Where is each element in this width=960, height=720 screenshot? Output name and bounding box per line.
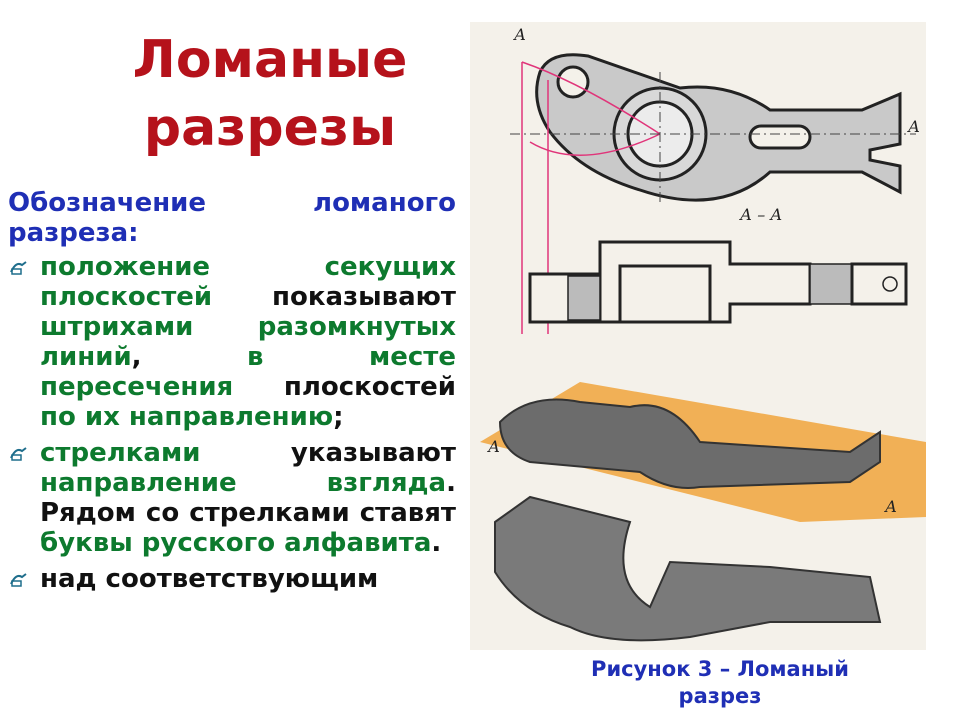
part-3d-upper: [498, 398, 881, 489]
top-view-drawing: [535, 53, 902, 202]
label-a-plane-right: А: [884, 497, 897, 516]
bullet-fragment: над соответствующим: [40, 564, 379, 594]
label-a-plane-left: А: [487, 437, 500, 456]
center-lines: [510, 72, 916, 202]
bullet-fragment: плоскостей: [283, 372, 456, 402]
bullet-3: над соответствующим: [8, 564, 456, 594]
bullet-fragment: ,: [131, 342, 248, 372]
label-section: А – А: [739, 205, 782, 224]
bullet-fragment: штрихами разомкнутых линий: [40, 312, 456, 372]
bullet-fragment: указывают: [290, 438, 456, 468]
technical-drawing-figure: А А А – А А А: [470, 22, 926, 650]
section-view-drawing: [528, 240, 908, 324]
bullet-icon: [10, 573, 27, 587]
bullet-fragment: направление взгляда: [40, 468, 447, 498]
bullet-fragment: ;: [333, 402, 344, 432]
bullet-1-text: положение секущих плоскостей показывают …: [40, 252, 456, 432]
title-line-1: Ломаные: [132, 30, 408, 90]
bullet-2-text: стрелками указывают направление взгляда.…: [40, 438, 456, 558]
slide-title: Ломаные разрезы: [60, 26, 480, 162]
bullet-fragment: по их направлению: [40, 402, 334, 432]
bullet-icon: [10, 447, 27, 461]
bullet-fragment: буквы русского алфавита: [40, 528, 432, 558]
figure-caption: Рисунок 3 – Ломаный разрез: [555, 656, 885, 710]
bullet-1: положение секущих плоскостей показывают …: [8, 252, 456, 432]
text-block: Обозначение ломаного разреза: положение …: [8, 188, 456, 600]
bullet-3-text: над соответствующим: [40, 564, 378, 594]
caption-line-2: разрез: [678, 684, 762, 708]
bullet-fragment: .: [431, 528, 442, 558]
bullet-fragment: . Рядом со стрелками ставят: [40, 468, 456, 528]
bullet-fragment: стрелками: [40, 438, 291, 468]
bullet-icon: [10, 261, 27, 275]
label-a-right: А: [907, 117, 920, 136]
bullet-fragment: показывают: [272, 282, 456, 312]
part-3d-lower: [494, 495, 882, 642]
drawing-svg: А А А – А А А: [480, 25, 926, 642]
section-heading: Обозначение ломаного разреза:: [8, 188, 456, 248]
label-a-top: А: [513, 25, 526, 44]
bullet-fragment: положение секущих плоскостей: [40, 252, 456, 312]
caption-line-1: Рисунок 3 – Ломаный: [591, 657, 849, 681]
bullet-fragment: в месте пересечения: [40, 342, 456, 402]
title-line-2: разрезы: [143, 98, 397, 158]
bullet-2: стрелками указывают направление взгляда.…: [8, 438, 456, 558]
